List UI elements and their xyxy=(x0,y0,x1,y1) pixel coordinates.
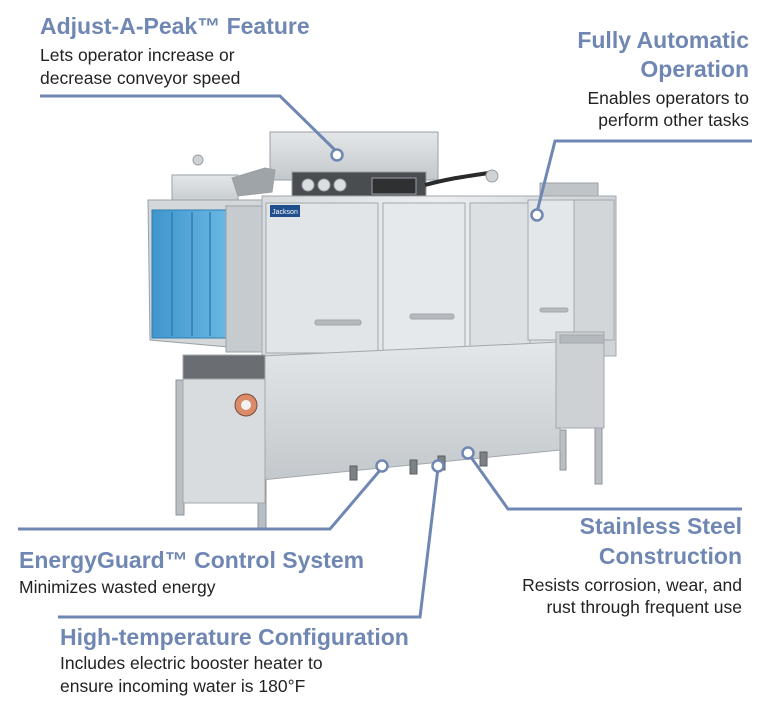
high-temperature-title: High-temperature Configuration xyxy=(60,624,409,650)
brand-badge xyxy=(270,205,300,217)
brand-label: Jackson xyxy=(272,209,298,216)
callout-leaders xyxy=(18,94,752,619)
stainless-title-line1: Stainless Steel xyxy=(579,513,742,539)
adjust-a-peak-desc-line2: decrease conveyor speed xyxy=(40,68,241,88)
lower-tank-body xyxy=(182,331,605,504)
fully-automatic-title-line2: Operation xyxy=(640,56,749,82)
fully-automatic-title-line1: Fully Automatic xyxy=(577,27,749,53)
stainless-title-line2: Construction xyxy=(598,543,742,569)
stainless-desc-line2: rust through frequent use xyxy=(546,597,742,617)
stainless-desc-line1: Resists corrosion, wear, and xyxy=(522,575,742,595)
fully-automatic-desc-line1: Enables operators to xyxy=(587,88,750,108)
adjust-a-peak-desc-line1: Lets operator increase or xyxy=(40,45,235,65)
callout-markers xyxy=(330,148,544,473)
load-end-section xyxy=(147,199,263,353)
adjust-a-peak-title: Adjust-A-Peak™ Feature xyxy=(40,13,310,39)
energyguard-desc: Minimizes wasted energy xyxy=(19,577,216,597)
upper-wash-doors xyxy=(261,195,617,357)
fully-automatic-desc-line2: perform other tasks xyxy=(598,110,749,130)
top-control-housing xyxy=(171,131,599,206)
high-temperature-desc-line1: Includes electric booster heater to xyxy=(60,653,323,673)
high-temperature-desc-line2: ensure incoming water is 180°F xyxy=(60,676,306,696)
energyguard-title: EnergyGuard™ Control System xyxy=(19,547,365,573)
